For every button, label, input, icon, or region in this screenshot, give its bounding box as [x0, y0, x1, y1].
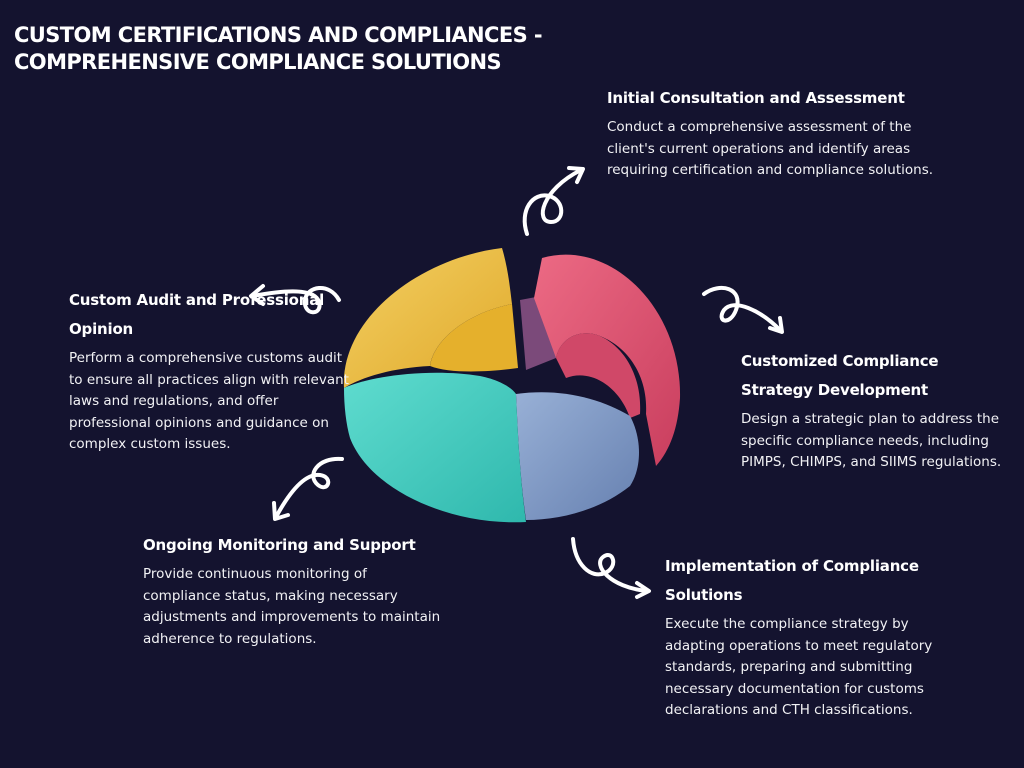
donut-segment-yellow [343, 248, 512, 388]
step-description: Conduct a comprehensive assessment of th… [607, 119, 934, 178]
step-initial-consultation: Initial Consultation and Assessment Cond… [607, 84, 937, 182]
step-strategy-development: Customized Compliance Strategy Developme… [741, 347, 1011, 474]
curly-arrow-up-right-icon [522, 166, 585, 236]
title-line-2: COMPREHENSIVE COMPLIANCE SOLUTIONS [14, 50, 502, 74]
donut-segment-red-inner [556, 333, 641, 418]
step-heading: Ongoing Monitoring and Support [143, 536, 416, 554]
segmented-donut-graphic [343, 248, 681, 523]
donut-segment-red [534, 254, 681, 466]
step-description: Execute the compliance strategy by adapt… [665, 616, 933, 718]
step-ongoing-monitoring: Ongoing Monitoring and Support Provide c… [143, 531, 443, 650]
page-title: CUSTOM CERTIFICATIONS AND COMPLIANCES - … [14, 22, 614, 76]
step-description: Provide continuous monitoring of complia… [143, 566, 441, 647]
step-implementation: Implementation of Compliance Solutions E… [665, 552, 965, 722]
step-description: Design a strategic plan to address the s… [741, 411, 1002, 470]
step-heading: Initial Consultation and Assessment [607, 89, 905, 107]
donut-segment-teal [344, 372, 526, 523]
donut-segment-yellow-inner [430, 304, 518, 372]
step-heading: Custom Audit and Professional Opinion [69, 291, 325, 338]
curly-arrow-down-left-icon [272, 456, 344, 521]
curly-arrow-left-icon [249, 284, 341, 315]
title-line-1: CUSTOM CERTIFICATIONS AND COMPLIANCES - [14, 23, 543, 47]
curly-arrow-right-icon [702, 285, 784, 334]
step-heading: Customized Compliance Strategy Developme… [741, 352, 939, 399]
donut-segment-blue [516, 392, 639, 520]
step-custom-audit: Custom Audit and Professional Opinion Pe… [69, 286, 349, 456]
step-heading: Implementation of Compliance Solutions [665, 557, 919, 604]
step-description: Perform a comprehensive customs audit to… [69, 350, 349, 452]
curly-arrow-down-right-icon [571, 537, 651, 599]
